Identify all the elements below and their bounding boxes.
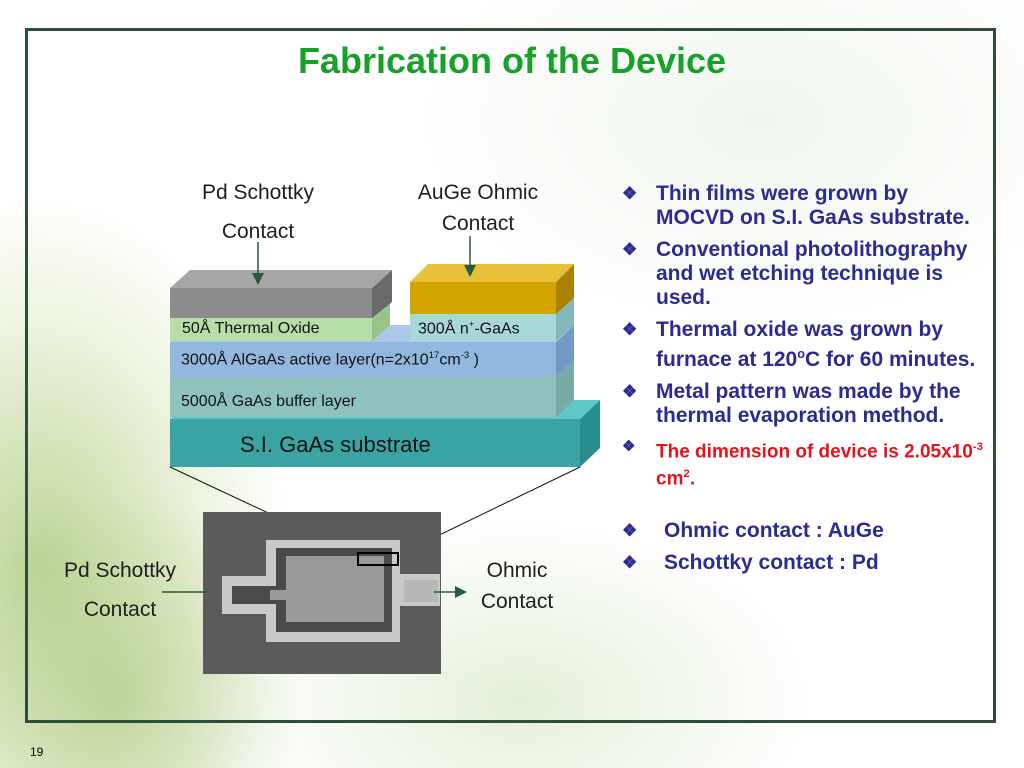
substrate-label: S.I. GaAs substrate (240, 432, 431, 457)
pd-schottky-top-label: Pd Schottky Contact (201, 181, 315, 243)
bullet-item: ❖ Metal pattern was made by the thermal … (622, 380, 961, 427)
bullet-item: ❖ Thin films were grown by MOCVD on S.I.… (622, 182, 970, 229)
ohmic-bottom-label: Ohmic Contact (480, 559, 554, 613)
pd-schottky-bottom-label: Pd Schottky Contact (63, 559, 177, 621)
auge-ohmic-top-label: AuGe Ohmic Contact (417, 181, 539, 235)
bullet-mark-icon: ❖ (622, 320, 638, 339)
n-gaas-label: 300Å n+-GaAs (418, 319, 520, 338)
slide-title: Fabrication of the Device (297, 40, 727, 81)
thermal-oxide-label: 50Å Thermal Oxide (182, 320, 320, 337)
slide-frame (25, 28, 996, 723)
bullet-mark-icon: ❖ (622, 438, 636, 455)
bullet-list: ❖ Thin films were grown by MOCVD on S.I.… (620, 182, 990, 583)
pd-metal-layer (170, 270, 392, 318)
bullet-item: ❖ Ohmic contact : AuGe (622, 518, 884, 542)
bullet-mark-icon: ❖ (622, 520, 638, 540)
bullet-mark-icon: ❖ (622, 382, 638, 401)
bullet-mark-icon: ❖ (622, 552, 638, 572)
bullet-item-highlight: ❖ The dimension of device is 2.05x10-3 c… (622, 438, 983, 490)
bullet-item: ❖ Schottky contact : Pd (622, 550, 879, 574)
bullet-item: ❖ Conventional photolithography and wet … (622, 238, 968, 309)
bullet-mark-icon: ❖ (622, 240, 638, 259)
auge-metal-layer (410, 264, 574, 314)
bullet-mark-icon: ❖ (622, 184, 638, 203)
device-micrograph (203, 512, 441, 674)
algaas-label: 3000Å AlGaAs active layer(n=2x1017cm-3 ) (181, 350, 480, 369)
bullet-item: ❖ Thermal oxide was grown by furnace at … (622, 318, 976, 371)
buffer-layer-label: 5000Å GaAs buffer layer (181, 393, 356, 410)
slide-number: 19 (30, 745, 44, 759)
